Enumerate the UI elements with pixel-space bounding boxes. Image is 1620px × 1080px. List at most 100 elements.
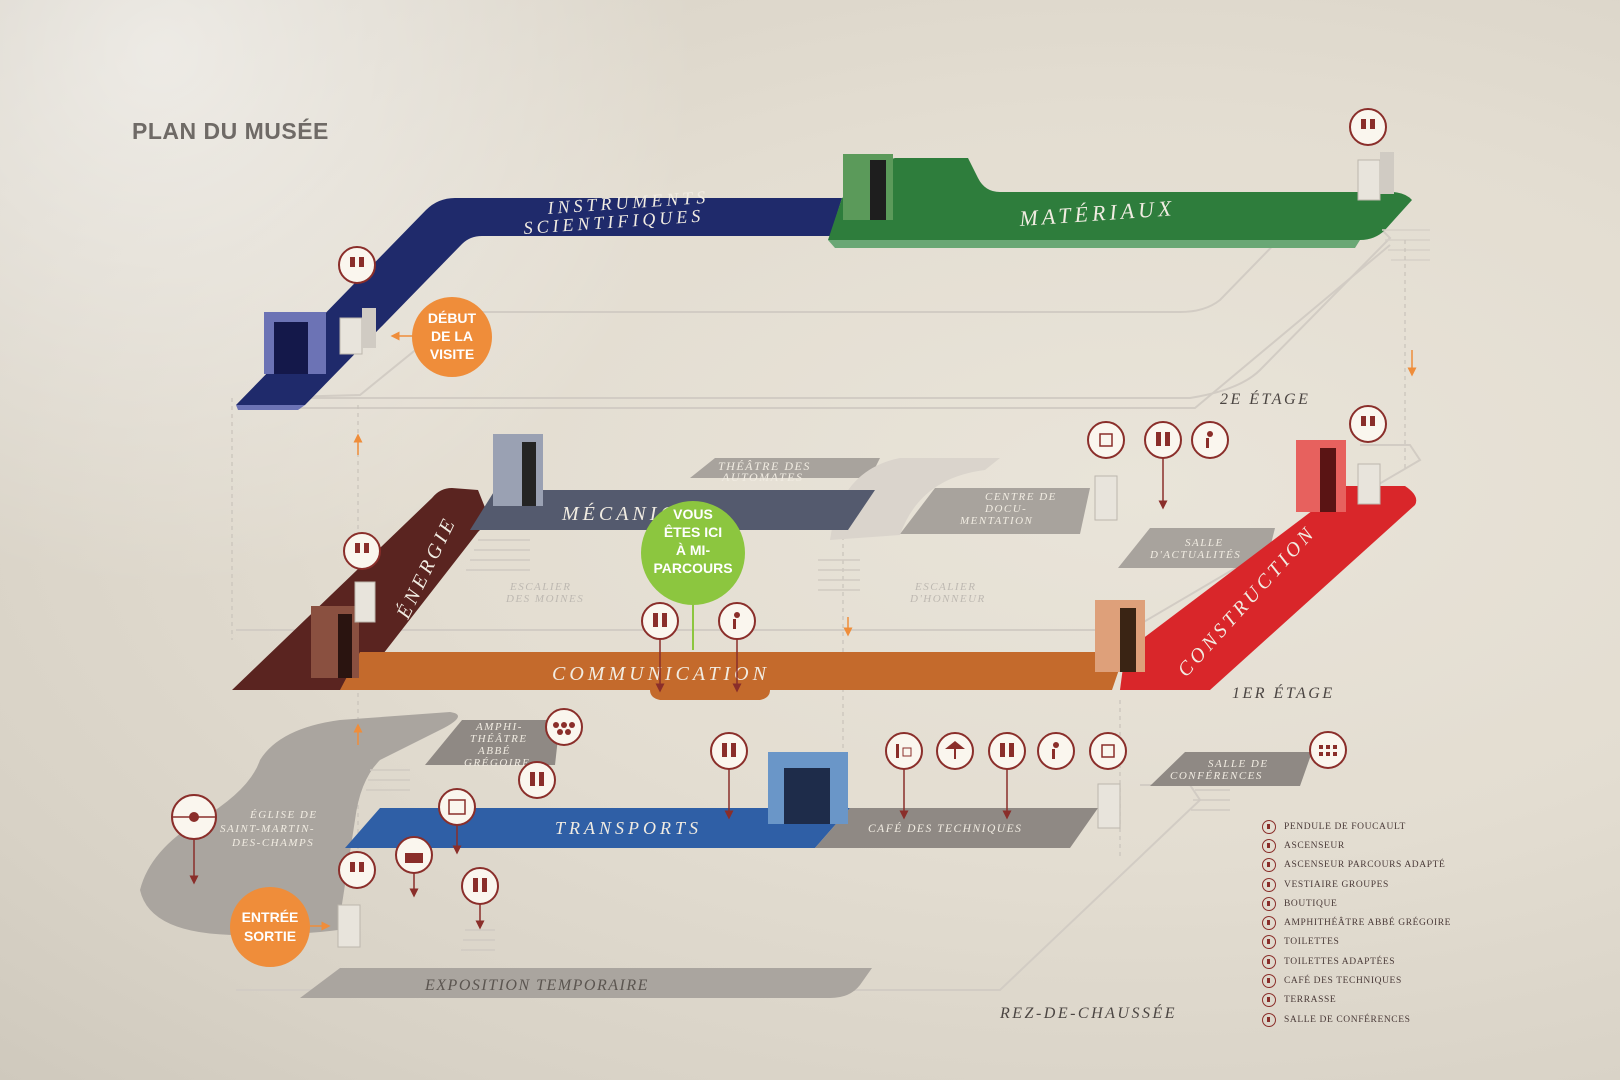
elevator-adapted-icon (1262, 858, 1276, 873)
elevator-icon (343, 532, 381, 570)
centre-doc-label-3: MENTATION (959, 515, 1033, 527)
legend-label: AMPHITHÉÂTRE ABBÉ GRÉGOIRE (1284, 918, 1452, 929)
toilets-icon (1144, 421, 1182, 459)
honneur-stairs (818, 559, 860, 591)
terrace-icon (1262, 993, 1276, 1008)
pendulum-icon (1262, 819, 1276, 834)
legend-label: ASCENSEUR PARCOURS ADAPTÉ (1284, 860, 1446, 871)
actualites-label-2: D'ACTUALITÉS (1149, 549, 1241, 561)
moines-stairs (466, 539, 530, 571)
shop-icon (438, 788, 476, 826)
cafe-icon (885, 732, 923, 770)
conference-icon (1309, 731, 1347, 769)
legend-row: TERRASSE (1262, 991, 1582, 1010)
toilets-icon (518, 761, 556, 799)
ground-stairs (366, 769, 1230, 951)
legend-label: SALLE DE CONFÉRENCES (1284, 1014, 1411, 1025)
elevator-block (1097, 783, 1121, 829)
actualites-label-1: SALLE (1185, 537, 1224, 549)
elevator-block (1357, 159, 1381, 201)
elevator-block (1094, 475, 1118, 521)
elevator-block (354, 581, 376, 623)
debut-line-3: VISITE (430, 346, 474, 362)
here-line-1: VOUS (673, 506, 713, 522)
legend-row: SALLE DE CONFÉRENCES (1262, 1010, 1582, 1029)
honneur-label-1: ESCALIER (914, 581, 977, 593)
toilets-adapted-icon (1037, 732, 1075, 770)
legend-row: VESTIAIRE GROUPES (1262, 875, 1582, 894)
here-line-4: PARCOURS (653, 560, 732, 576)
direction-arrows (308, 331, 1417, 931)
second-floor: INSTRUMENTS SCIENTIFIQUES MATÉRIAUX 2E É… (236, 152, 1430, 410)
conference-icon (1262, 1012, 1276, 1027)
legend-label: TERRASSE (1284, 995, 1337, 1006)
elevator-block (339, 317, 363, 355)
legend-row: ASCENSEUR PARCOURS ADAPTÉ (1262, 856, 1582, 875)
amphi-zone (425, 720, 560, 765)
salle-conf-label-1: SALLE DE (1208, 758, 1269, 770)
legend-row: TOILETTES ADAPTÉES (1262, 952, 1582, 971)
elevator-icon (1349, 108, 1387, 146)
elevator-icon (338, 246, 376, 284)
expo-temp-zone (300, 968, 872, 998)
debut-visite-marker: DÉBUT DE LA VISITE (412, 297, 492, 377)
first-floor: ÉNERGIE MÉCANIQUE COMMUNICATION CONSTRUC… (232, 434, 1422, 702)
toilets-icon (988, 732, 1026, 770)
elevator-adapted-icon (1089, 732, 1127, 770)
theatre-label-1: THÉÂTRE DES (718, 459, 811, 473)
elevator-adapted-icon (1087, 421, 1125, 459)
entree-line-1: ENTRÉE (242, 909, 299, 925)
floor-label-1: 1ER ÉTAGE (1232, 683, 1335, 702)
legend-label: TOILETTES ADAPTÉES (1284, 956, 1396, 967)
vous-etes-ici-marker: VOUS ÊTES ICI À MI- PARCOURS (641, 501, 745, 605)
cafe-icon (1262, 974, 1276, 989)
first-floor-outline (236, 444, 1422, 631)
amphitheatre-icon (1262, 916, 1276, 931)
legend-row: PENDULE DE FOUCAULT (1262, 817, 1582, 836)
legend-label: ASCENSEUR (1284, 840, 1345, 851)
elevator-icon (1349, 405, 1387, 443)
salle-conf-zone (1150, 752, 1312, 786)
theatre-automates-zone (690, 458, 880, 478)
legend-label: PENDULE DE FOUCAULT (1284, 821, 1406, 832)
honneur-stair-zone (830, 458, 1000, 540)
legend-label: VESTIAIRE GROUPES (1284, 879, 1389, 890)
toilets-icon (1262, 935, 1276, 950)
legend-row: AMPHITHÉÂTRE ABBÉ GRÉGOIRE (1262, 913, 1582, 932)
centre-doc-zone (900, 488, 1090, 534)
icon-glyphs (172, 119, 1375, 892)
toilets-icon (641, 602, 679, 640)
here-line-2: ÊTES ICI (664, 523, 722, 540)
amphi-label-2: THÉÂTRE (470, 733, 528, 745)
debut-line-2: DE LA (431, 328, 473, 344)
elevator-block (337, 904, 361, 948)
theatre-label-2: AUTOMATES (721, 470, 804, 484)
amphi-label-1: AMPHI- (475, 721, 523, 733)
expo-temp-label: EXPOSITION TEMPORAIRE (424, 977, 649, 994)
eglise-zone (140, 712, 458, 935)
elevator-icon (338, 851, 376, 889)
transports-label: TRANSPORTS (555, 818, 702, 838)
communication-band (340, 652, 1125, 700)
legend-label: TOILETTES (1284, 937, 1340, 948)
eglise-label-1: ÉGLISE DE (249, 809, 318, 821)
honneur-label-2: D'HONNEUR (909, 593, 986, 605)
ground-floor: TRANSPORTS CAFÉ DES TECHNIQUES AMPHI- TH… (140, 712, 1312, 1022)
legend-label: CAFÉ DES TECHNIQUES (1284, 976, 1402, 987)
elevator-icon (1262, 838, 1276, 853)
debut-line-1: DÉBUT (428, 310, 477, 326)
toilets-icon (461, 867, 499, 905)
amphi-label-3: ABBÉ (477, 745, 511, 757)
cloakroom-icon (1262, 877, 1276, 892)
floor-label-2: 2E ÉTAGE (1220, 389, 1310, 408)
moines-label-1: ESCALIER (509, 581, 572, 593)
instruments-band (236, 198, 842, 405)
cafe-label: CAFÉ DES TECHNIQUES (868, 821, 1022, 835)
construction-band (1120, 486, 1417, 690)
materiaux-band (828, 158, 1412, 240)
cafe-band (815, 808, 1098, 848)
moines-label-2: DES MOINES (505, 593, 584, 605)
legend-label: BOUTIQUE (1284, 898, 1338, 909)
legend-row: ASCENSEUR (1262, 836, 1582, 855)
